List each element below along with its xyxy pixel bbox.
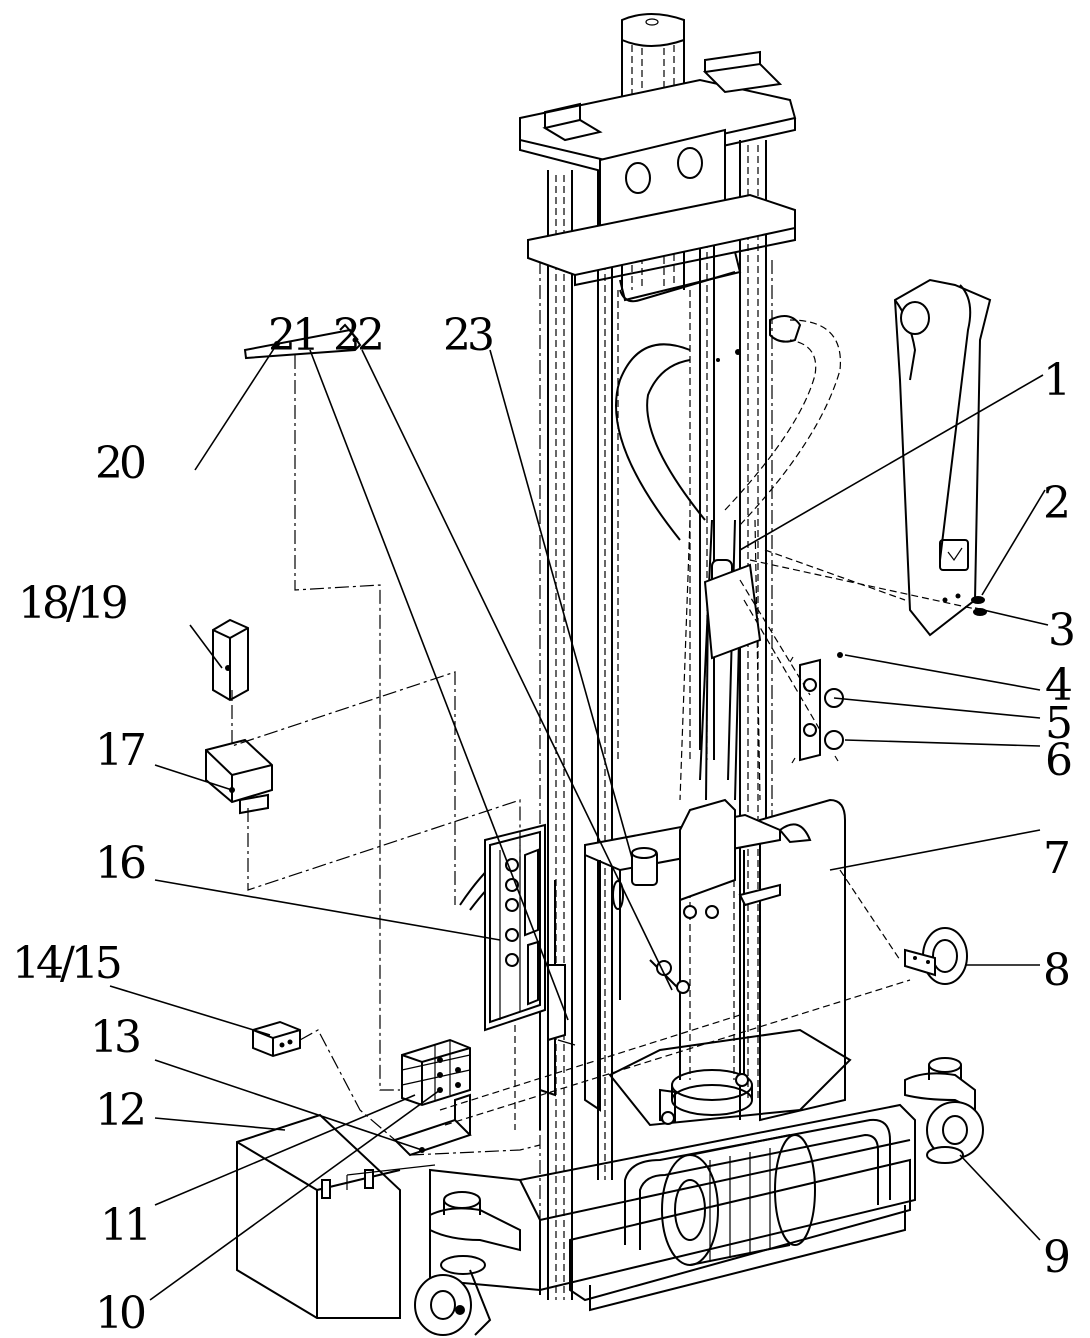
leader-lines	[109, 343, 1049, 1301]
callout-11: 11	[100, 1200, 148, 1251]
callout-7: 7	[1043, 833, 1068, 884]
callout-23: 23	[443, 310, 492, 361]
part-17-box	[205, 738, 273, 815]
control-head	[893, 278, 992, 637]
callout-20: 20	[95, 438, 145, 489]
mounting-bracket	[393, 1093, 472, 1157]
callout-10: 10	[95, 1288, 145, 1338]
mast-assembly	[519, 13, 797, 1300]
callout-14-15: 14/15	[12, 938, 120, 989]
callout-18-19: 18/19	[18, 578, 127, 629]
callout-16: 16	[95, 838, 145, 889]
callout-12: 12	[95, 1085, 143, 1136]
callout-17: 17	[95, 725, 144, 776]
callout-6: 6	[1045, 735, 1071, 786]
callout-2: 2	[1043, 478, 1067, 529]
callout-13: 13	[90, 1012, 139, 1063]
tiller-handle	[615, 315, 841, 801]
callout-1: 1	[1043, 355, 1067, 406]
caster-right	[904, 1057, 984, 1164]
caster-left	[414, 1191, 521, 1336]
part-20-bracket	[243, 323, 362, 360]
callout-labels: 1 2 3 4 5 6 7 8 9 10 11 12 13 14/15 16 1…	[12, 310, 1077, 1338]
controller-panel	[484, 823, 546, 1032]
part-14-15-connector	[252, 1020, 301, 1058]
battery	[236, 1113, 436, 1319]
part-18-19-module	[212, 618, 249, 702]
switch-plate	[789, 652, 844, 764]
horn	[904, 927, 968, 985]
callout-22: 22	[333, 310, 381, 361]
callout-21: 21	[268, 310, 316, 361]
chassis	[429, 798, 916, 1312]
terminal-block	[401, 1038, 471, 1107]
assembly-lines	[231, 355, 981, 1156]
callout-8: 8	[1043, 945, 1069, 996]
callout-9: 9	[1043, 1232, 1069, 1283]
callout-3: 3	[1048, 605, 1073, 656]
